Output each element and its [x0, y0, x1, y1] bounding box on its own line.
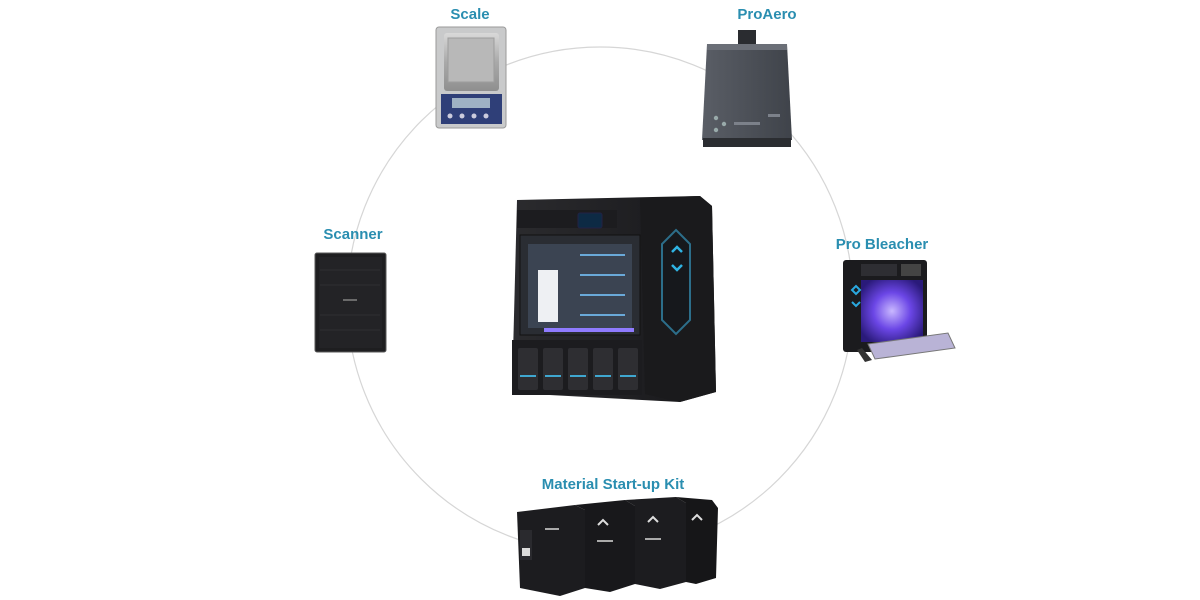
- material-cartridge-icon: [517, 497, 718, 596]
- scale-icon: [435, 26, 507, 129]
- scanner-icon: [314, 252, 387, 353]
- label-proaero: ProAero: [737, 6, 797, 23]
- label-material-startup-kit: Material Start-up Kit: [541, 476, 685, 493]
- air-purifier-icon: [702, 30, 792, 147]
- printer-icon: [512, 196, 716, 402]
- label-scanner: Scanner: [323, 226, 383, 243]
- label-pro-bleacher: Pro Bleacher: [835, 236, 929, 253]
- uv-bleacher-icon: [843, 260, 956, 362]
- label-scale: Scale: [450, 6, 490, 23]
